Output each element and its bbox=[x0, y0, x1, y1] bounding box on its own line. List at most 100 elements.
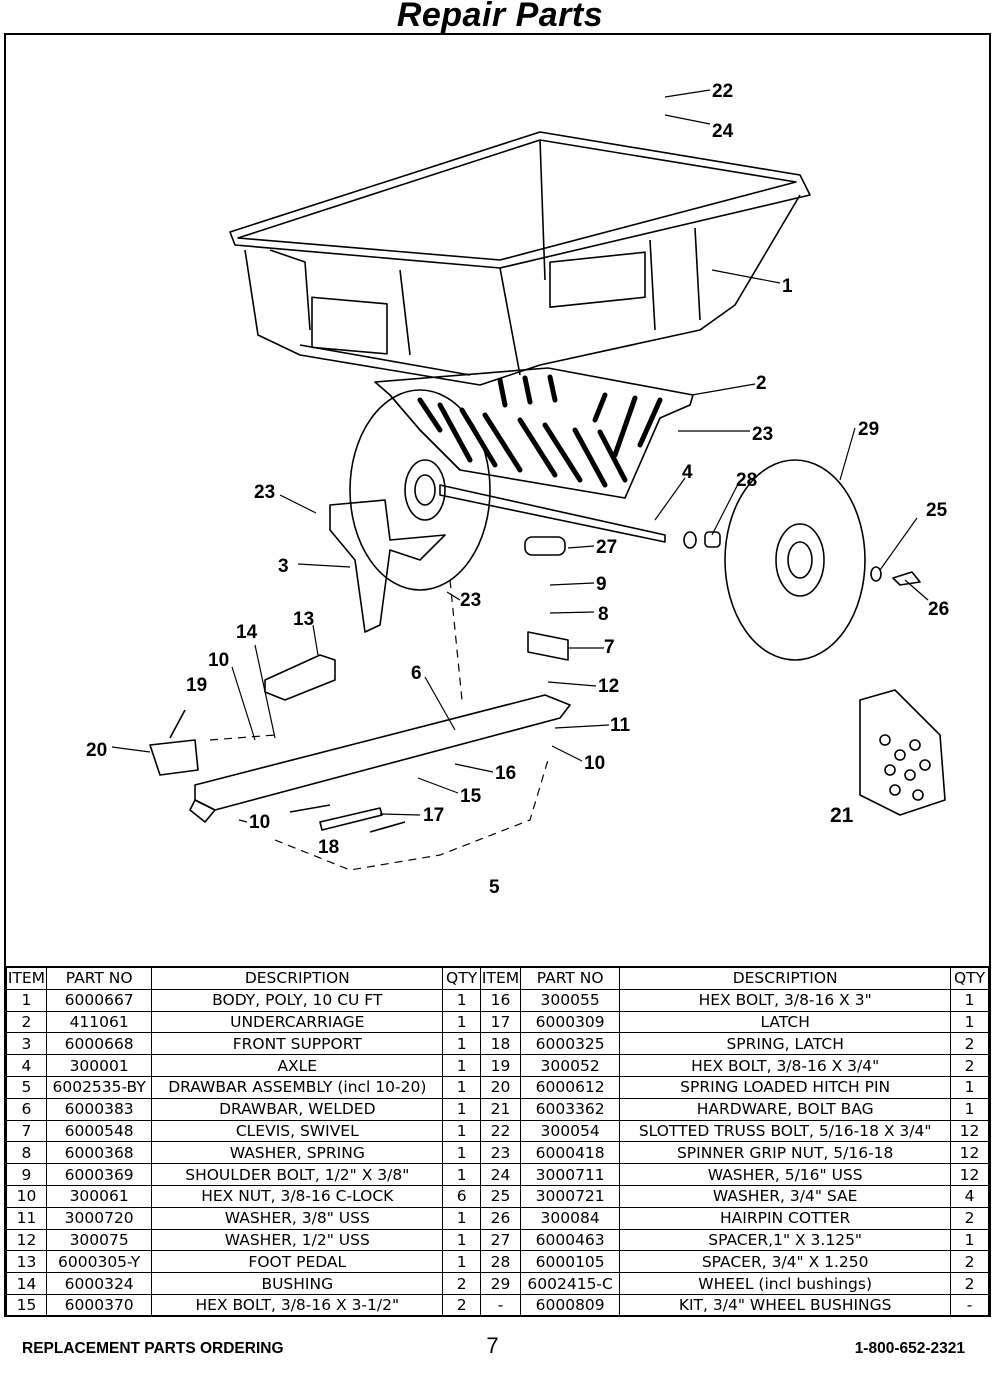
callout-19: 19 bbox=[186, 675, 207, 696]
footer-phone: 1-800-652-2321 bbox=[854, 1340, 965, 1357]
cell-item: 4 bbox=[6, 1054, 47, 1077]
cell-item: 2 bbox=[6, 1010, 47, 1034]
cell-description: DRAWBAR ASSEMBLY (incl 10-20) bbox=[151, 1075, 444, 1099]
cell-description: FOOT PEDAL bbox=[151, 1250, 444, 1274]
callout-23: 23 bbox=[254, 482, 275, 503]
callout-25: 25 bbox=[926, 500, 948, 521]
callout-26: 26 bbox=[928, 599, 949, 620]
cell-description: KIT, 3/4" WHEEL BUSHINGS bbox=[619, 1293, 952, 1317]
callout-16: 16 bbox=[495, 763, 516, 784]
cell-part-no: 6000463 bbox=[519, 1228, 621, 1252]
cell-item: 28 bbox=[480, 1250, 521, 1274]
cell-part-no: 6000418 bbox=[519, 1141, 621, 1165]
cell-part-no: 6003362 bbox=[519, 1097, 621, 1121]
callout-23: 23 bbox=[460, 590, 481, 611]
cell-qty: 1 bbox=[442, 1141, 482, 1165]
page-title: Repair Parts bbox=[396, 0, 604, 34]
cell-description: HEX BOLT, 3/8-16 X 3" bbox=[619, 988, 952, 1012]
cell-description: BODY, POLY, 10 CU FT bbox=[151, 988, 444, 1012]
cell-item: 5 bbox=[6, 1075, 47, 1099]
callout-15: 15 bbox=[460, 786, 482, 807]
footer-ordering-label: REPLACEMENT PARTS ORDERING bbox=[22, 1340, 284, 1357]
undercarriage-slots bbox=[417, 374, 663, 488]
tub-body bbox=[229, 131, 811, 386]
cell-qty: 2 bbox=[442, 1293, 482, 1317]
cell-item: 9 bbox=[6, 1163, 47, 1186]
cell-item: 27 bbox=[480, 1228, 521, 1252]
callout-21: 21 bbox=[830, 804, 854, 827]
cell-description: LATCH bbox=[619, 1010, 952, 1034]
cell-item: 1 bbox=[6, 988, 47, 1012]
cell-item: 22 bbox=[480, 1119, 521, 1143]
cell-part-no: 6000612 bbox=[519, 1075, 621, 1099]
cell-qty: 2 bbox=[950, 1250, 989, 1274]
callout-13: 13 bbox=[293, 609, 314, 630]
cell-qty: 6 bbox=[442, 1184, 482, 1208]
callout-23: 23 bbox=[752, 424, 773, 445]
page-number: 7 bbox=[486, 1333, 499, 1358]
callout-11: 11 bbox=[610, 715, 631, 736]
cell-item: 10 bbox=[6, 1184, 47, 1208]
cell-qty: 1 bbox=[442, 1097, 482, 1121]
parts-table: ITEM PART NO DESCRIPTION QTY ITEM PART N… bbox=[6, 965, 989, 1317]
cell-qty: 2 bbox=[950, 1032, 989, 1056]
cell-qty: 1 bbox=[442, 988, 482, 1012]
cell-qty: 12 bbox=[950, 1141, 989, 1165]
col-header-item: ITEM bbox=[6, 965, 47, 990]
cell-description: SLOTTED TRUSS BOLT, 5/16-18 X 3/4" bbox=[619, 1119, 952, 1143]
cell-part-no: 300055 bbox=[519, 988, 621, 1012]
cell-qty: - bbox=[950, 1293, 989, 1317]
cell-description: WASHER, 3/4" SAE bbox=[619, 1184, 952, 1208]
callout-1: 1 bbox=[782, 276, 793, 297]
cell-item: 18 bbox=[480, 1032, 521, 1056]
cell-part-no: 6000548 bbox=[45, 1119, 153, 1143]
cell-qty: 1 bbox=[442, 1250, 482, 1274]
cell-qty: 2 bbox=[950, 1272, 989, 1295]
cell-qty: 1 bbox=[950, 1228, 989, 1252]
callout-24: 24 bbox=[712, 121, 734, 142]
callout-10: 10 bbox=[584, 753, 605, 774]
cell-description: SPRING, LATCH bbox=[619, 1032, 952, 1056]
callout-9: 9 bbox=[596, 574, 607, 595]
parts-table-header: ITEM PART NO DESCRIPTION QTY ITEM PART N… bbox=[6, 965, 989, 990]
foot-pedal bbox=[264, 654, 336, 701]
drawbar bbox=[194, 694, 571, 811]
cell-qty: 2 bbox=[950, 1054, 989, 1077]
cell-description: HEX BOLT, 3/8-16 X 3/4" bbox=[619, 1054, 952, 1077]
cell-qty: 12 bbox=[950, 1163, 989, 1186]
cell-part-no: 3000711 bbox=[519, 1163, 621, 1186]
cell-description: BUSHING bbox=[151, 1272, 444, 1295]
cell-part-no: 300061 bbox=[45, 1184, 153, 1208]
callout-17: 17 bbox=[423, 805, 444, 826]
col-header-qty: QTY bbox=[950, 965, 989, 990]
cell-description: HAIRPIN COTTER bbox=[619, 1206, 952, 1230]
cell-item: 13 bbox=[6, 1250, 47, 1274]
cell-qty: 1 bbox=[442, 1119, 482, 1143]
cell-part-no: 6000668 bbox=[45, 1032, 153, 1056]
cell-qty: 1 bbox=[442, 1054, 482, 1077]
cell-qty: 2 bbox=[442, 1272, 482, 1295]
front-support bbox=[329, 499, 446, 633]
callout-5: 5 bbox=[489, 877, 500, 898]
cell-qty: 12 bbox=[950, 1119, 989, 1143]
cell-qty: 1 bbox=[442, 1206, 482, 1230]
callout-22: 22 bbox=[712, 81, 733, 102]
cell-qty: 1 bbox=[442, 1010, 482, 1034]
cell-item: - bbox=[480, 1293, 521, 1317]
cell-qty: 1 bbox=[950, 988, 989, 1012]
cell-part-no: 6000305-Y bbox=[45, 1250, 153, 1274]
cell-item: 26 bbox=[480, 1206, 521, 1230]
callout-29: 29 bbox=[858, 419, 879, 440]
cell-qty: 1 bbox=[442, 1075, 482, 1099]
cell-item: 20 bbox=[480, 1075, 521, 1099]
col-header-part-no: PART NO bbox=[519, 965, 621, 990]
cell-part-no: 6002415-C bbox=[519, 1272, 621, 1295]
cell-description: WASHER, 1/2" USS bbox=[151, 1228, 444, 1252]
